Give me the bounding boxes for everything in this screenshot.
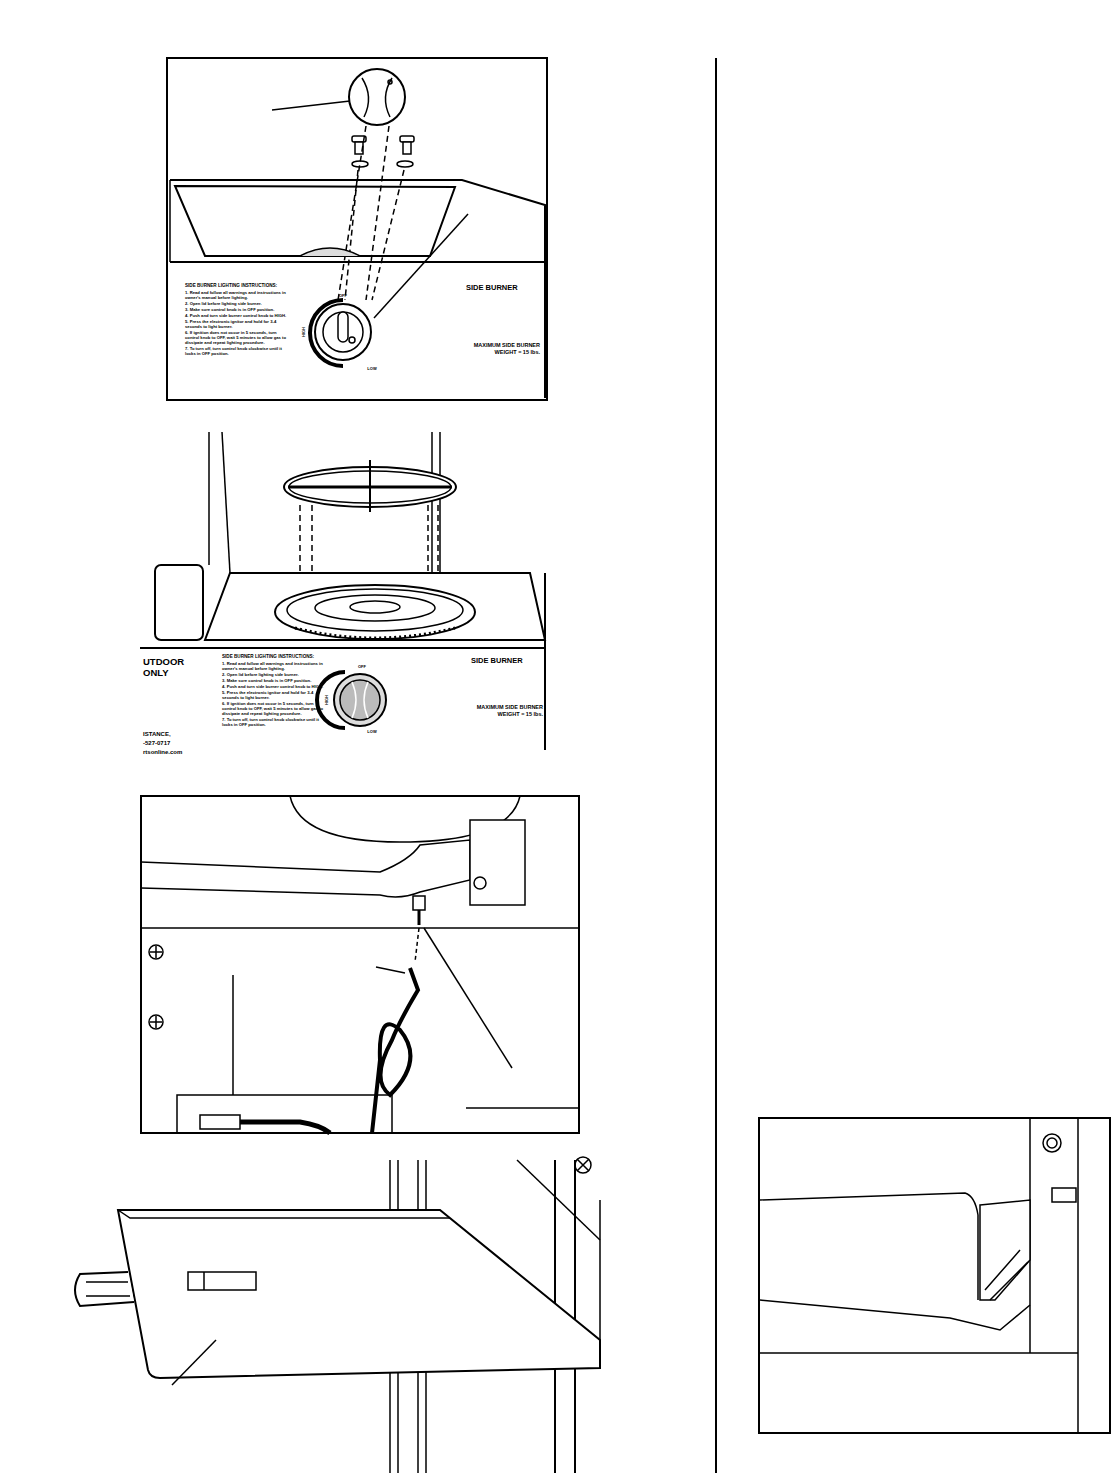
instruction-step: 2. Open lid before lighting side burner.: [185, 301, 289, 306]
cooking-grate-panel: [140, 432, 545, 750]
dial-marking: LOW: [367, 367, 376, 372]
dial-marking: HIGH: [302, 327, 307, 337]
instruction-step: 7. To turn off, turn control knob clockw…: [222, 717, 326, 727]
shelf-detail-panel: [759, 1118, 1110, 1433]
dial-marking: HIGH: [325, 695, 330, 705]
panel-text: MAXIMUM SIDE BURNER WEIGHT = 15 lbs.: [455, 704, 543, 717]
ignitor-wire-panel: [141, 796, 579, 1133]
instruction-step: 2. Open lid before lighting side burner.: [222, 672, 326, 677]
panel-text: SIDE BURNER: [471, 656, 543, 665]
panel-text: -527-0717: [143, 740, 170, 747]
dial-marking: LOW: [367, 730, 376, 735]
dial-marking: OFF: [358, 665, 366, 670]
dial-marking: OFF: [339, 294, 347, 299]
panel-text: SIDE BURNER LIGHTING INSTRUCTIONS:: [222, 654, 332, 660]
panel-text: MAXIMUM SIDE BURNER WEIGHT = 15 lbs.: [452, 342, 540, 355]
instruction-step: 7. To turn off, turn control knob clockw…: [185, 346, 289, 356]
side-shelf-panel: [75, 1157, 600, 1473]
panel-text: SIDE BURNER: [466, 283, 541, 292]
instruction-step: 4. Push and turn side burner control kno…: [185, 313, 289, 318]
instruction-step: 3. Make sure control knob is in OFF posi…: [222, 678, 326, 683]
panel-text: ISTANCE,: [143, 731, 171, 738]
knob-removal-panel: [167, 58, 547, 400]
column-divider: [715, 58, 717, 1473]
instruction-step: 5. Press the electronic ignitor and hold…: [185, 319, 289, 329]
panel-text: rtsonline.com: [143, 749, 182, 756]
panel-text: SIDE BURNER LIGHTING INSTRUCTIONS:: [185, 283, 295, 289]
panel-text: UTDOOR ONLY: [143, 656, 199, 679]
instruction-step: 6. If ignition does not occur in 5 secon…: [222, 701, 326, 716]
instruction-step: 1. Read and follow all warnings and inst…: [185, 290, 289, 300]
instruction-step: 6. If ignition does not occur in 5 secon…: [185, 330, 289, 345]
instruction-step: 1. Read and follow all warnings and inst…: [222, 661, 326, 671]
instruction-step: 4. Push and turn side burner control kno…: [222, 684, 326, 689]
instruction-step: 5. Press the electronic ignitor and hold…: [222, 690, 326, 700]
instruction-step: 3. Make sure control knob is in OFF posi…: [185, 307, 289, 312]
